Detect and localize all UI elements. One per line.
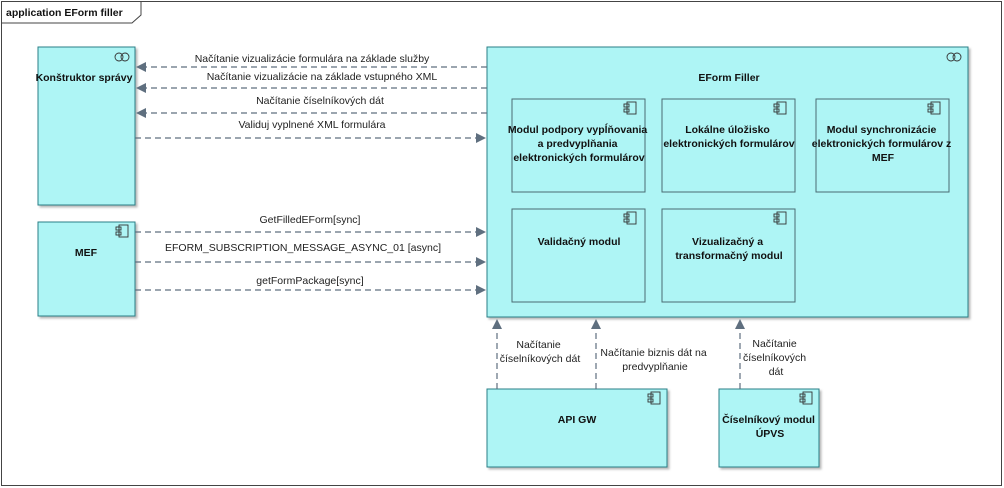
validacny-modul-component[interactable]: Validačný modul bbox=[511, 208, 646, 303]
component-icon bbox=[623, 101, 637, 115]
flow-label-ciselnikovy-modul: Načítanie číselníkových dát bbox=[743, 338, 809, 378]
component-icon bbox=[773, 101, 787, 115]
ciselnikovy-modul-component[interactable]: Číselníkový modul ÚPVS bbox=[718, 388, 820, 468]
mef-label: MEF bbox=[75, 247, 98, 259]
title-tab bbox=[1, 1, 142, 24]
mef-component[interactable]: MEF bbox=[37, 221, 136, 317]
eform-filler-label: EForm Filler bbox=[698, 72, 759, 84]
konstruktor-spravy-label: Konštruktor správy bbox=[36, 72, 133, 84]
flow-label-validuj-xml: Validuj vyplnené XML formulára bbox=[238, 119, 385, 131]
ciselnikovy-modul-label: Číselníkový modul ÚPVS bbox=[722, 413, 818, 440]
component-icon bbox=[115, 224, 129, 238]
vizualizacny-modul-component[interactable]: Vizualizačný a transformačný modul bbox=[661, 208, 796, 303]
flow-label-ciselnikove-data: Načítanie číselníkových dát bbox=[256, 95, 384, 107]
validacny-modul-label: Validačný modul bbox=[538, 236, 621, 248]
konstruktor-spravy-component[interactable]: Konštruktor správy bbox=[36, 46, 136, 206]
component-icon bbox=[799, 391, 813, 405]
component-icon bbox=[773, 211, 787, 225]
api-gw-label: API GW bbox=[558, 414, 597, 426]
diagram-title: application EForm filler bbox=[6, 7, 123, 19]
interface-icon bbox=[114, 52, 130, 62]
component-icon bbox=[623, 211, 637, 225]
component-icon bbox=[647, 391, 661, 405]
flow-label-getformpackage: getFormPackage[sync] bbox=[256, 275, 363, 287]
lokalne-ulozisko-component[interactable]: Lokálne úložisko elektronických formulár… bbox=[661, 98, 796, 193]
lokalne-ulozisko-label: Lokálne úložisko elektronických formulár… bbox=[663, 124, 794, 150]
modul-synchronizacie-label: Modul synchronizácie elektronických form… bbox=[812, 124, 954, 164]
flow-label-apigw-biznis: Načítanie biznis dát na predvyplňanie bbox=[600, 347, 709, 373]
vizualizacny-modul-label: Vizualizačný a transformačný modul bbox=[675, 236, 782, 262]
modul-synchronizacie-component[interactable]: Modul synchronizácie elektronických form… bbox=[812, 98, 954, 193]
flow-label-vizualizacia-sluzby: Načítanie vizualizácie formulára na zákl… bbox=[195, 53, 430, 65]
modul-podpory-label: Modul podpory vypĺňovania a predvyplňani… bbox=[508, 122, 650, 164]
flow-label-eform-subscription: EFORM_SUBSCRIPTION_MESSAGE_ASYNC_01 [asy… bbox=[165, 242, 441, 254]
flow-label-getfilledeform: GetFilledEForm[sync] bbox=[260, 214, 361, 226]
interface-icon bbox=[946, 52, 962, 62]
modul-podpory-component[interactable]: Modul podpory vypĺňovania a predvyplňani… bbox=[508, 98, 650, 193]
flow-label-vizualizacia-xml: Načítanie vizualizácie na základe vstupn… bbox=[207, 71, 438, 83]
api-gw-component[interactable]: API GW bbox=[486, 388, 668, 468]
flow-label-apigw-ciselnikove: Načítanie číselníkových dát bbox=[500, 339, 581, 365]
component-icon bbox=[927, 101, 941, 115]
